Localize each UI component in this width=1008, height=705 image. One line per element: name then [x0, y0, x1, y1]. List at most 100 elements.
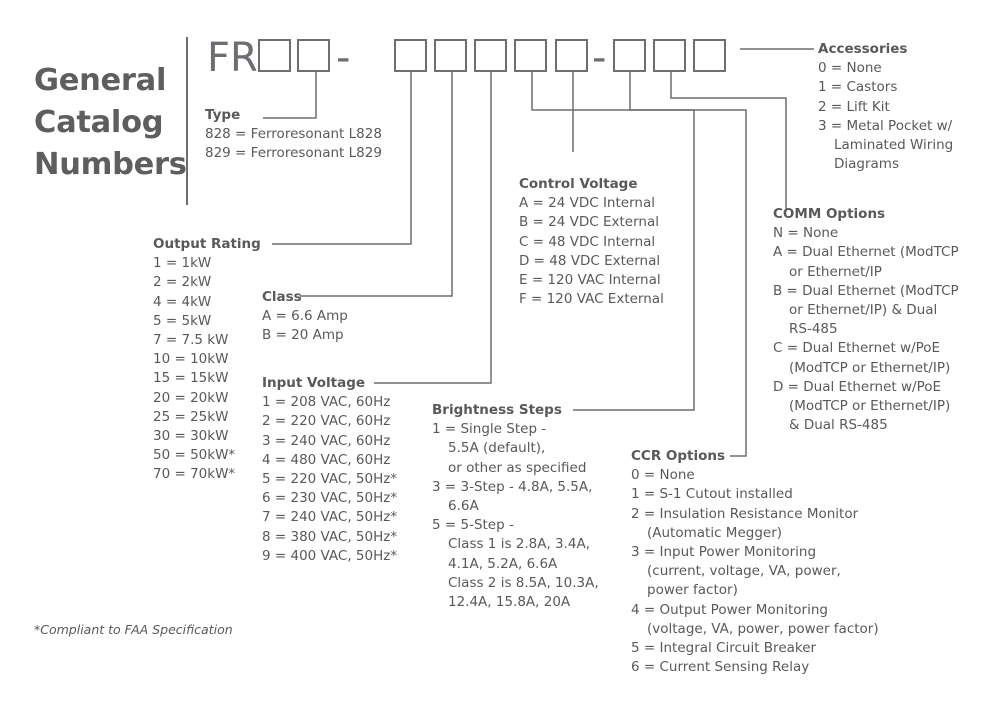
connector-input-voltage	[374, 72, 492, 384]
code-separator-2: -	[592, 35, 607, 81]
section-control-voltage: Control Voltage A = 24 VDC Internal B = 2…	[519, 175, 664, 309]
section-input-voltage: Input Voltage 1 = 208 VAC, 60Hz 2 = 220 V…	[262, 374, 397, 566]
option-continuation: or Ethernet/IP	[789, 263, 882, 280]
title-line-3: Numbers	[34, 147, 187, 182]
option-line: 70 = 70kW*	[153, 466, 236, 483]
option-line: 4 = 480 VAC, 60Hz	[262, 451, 391, 468]
option-line: 3 = Metal Pocket w/	[818, 117, 953, 134]
option-line: 5 = Integral Circuit Breaker	[631, 640, 817, 657]
option-line: 0 = None	[631, 467, 695, 484]
option-line: 5 = 5kW	[153, 312, 212, 329]
option-continuation: 6.6A	[448, 498, 479, 515]
section-comm-options: COMM Options N = None A = Dual Ethernet (…	[773, 205, 959, 435]
option-line: 1 = 1kW	[153, 255, 212, 272]
option-line: 4 = Output Power Monitoring	[631, 601, 828, 618]
section-brightness-steps: Brightness Steps 1 = Single Step -5.5A (…	[432, 401, 599, 612]
code-box-input-voltage	[474, 39, 507, 72]
code-separator-1: -	[336, 35, 351, 81]
section-input-voltage-title: Input Voltage	[262, 375, 366, 391]
connector-comm-options	[670, 72, 787, 210]
code-box-type-1	[258, 39, 291, 72]
section-accessories-title: Accessories	[818, 41, 908, 57]
option-line: B = 24 VDC External	[519, 214, 659, 231]
option-continuation: (ModTCP or Ethernet/IP)	[789, 359, 951, 376]
title-divider	[186, 37, 188, 205]
option-line: 7 = 240 VAC, 50Hz*	[262, 509, 398, 526]
option-line: 829 = Ferroresonant L829	[205, 145, 382, 162]
option-line: 7 = 7.5 kW	[153, 332, 229, 349]
option-continuation: Laminated Wiring	[834, 137, 954, 154]
option-line: 0 = None	[818, 60, 882, 77]
section-ccr-options-lines: 0 = None 1 = S-1 Cutout installed 2 = Insu…	[631, 466, 879, 677]
code-box-type-2	[297, 39, 330, 72]
section-output-rating: Output Rating 1 = 1kW 2 = 2kW 4 = 4kW 5 = 5…	[153, 235, 261, 485]
option-line: B = Dual Ethernet (ModTCP	[773, 282, 959, 299]
option-line: 1 = 208 VAC, 60Hz	[262, 394, 391, 411]
title-line-1: General	[34, 63, 167, 98]
option-continuation: Class 2 is 8.5A, 10.3A,	[448, 574, 599, 591]
option-line: A = 6.6 Amp	[262, 308, 348, 325]
option-line: N = None	[773, 225, 839, 242]
section-class-title: Class	[262, 289, 302, 305]
section-brightness-steps-lines: 1 = Single Step - 5.5A (default), or other…	[432, 420, 599, 612]
code-box-ccr-options	[613, 39, 646, 72]
option-continuation: & Dual RS-485	[789, 417, 888, 434]
code-box-control-voltage	[555, 39, 588, 72]
option-line: 828 = Ferroresonant L828	[205, 126, 382, 143]
option-line: 9 = 400 VAC, 50Hz*	[262, 547, 398, 564]
option-line: 2 = Insulation Resistance Monitor	[631, 505, 859, 522]
option-continuation: power factor)	[647, 582, 738, 599]
option-line: 3 = 3-Step - 4.8A, 5.5A,	[432, 478, 593, 495]
option-line: 2 = 2kW	[153, 274, 212, 291]
section-control-voltage-title: Control Voltage	[519, 176, 638, 192]
option-line: A = 24 VDC Internal	[519, 195, 655, 212]
code-box-output-rating	[394, 39, 427, 72]
option-continuation: (current, voltage, VA, power,	[647, 563, 841, 580]
option-line: 1 = S-1 Cutout installed	[631, 486, 793, 503]
option-line: F = 120 VAC External	[519, 291, 664, 308]
code-prefix: FR	[207, 35, 258, 81]
option-line: 3 = 240 VAC, 60Hz	[262, 432, 391, 449]
option-line: D = Dual Ethernet w/PoE	[773, 378, 942, 395]
option-line: 50 = 50kW*	[153, 447, 236, 464]
option-continuation: 4.1A, 5.2A, 6.6A	[448, 555, 558, 572]
section-output-rating-title: Output Rating	[153, 236, 261, 252]
option-continuation: Diagrams	[834, 156, 899, 173]
option-continuation: or other as specified	[448, 459, 587, 476]
option-line: 8 = 380 VAC, 50Hz*	[262, 528, 398, 545]
option-line: 20 = 20kW	[153, 389, 229, 406]
title-line-2: Catalog	[34, 105, 164, 140]
option-line: B = 20 Amp	[262, 327, 344, 344]
option-line: 3 = Input Power Monitoring	[631, 544, 817, 561]
option-line: 2 = 220 VAC, 60Hz	[262, 413, 391, 430]
option-continuation: 5.5A (default),	[448, 440, 546, 457]
option-continuation: Class 1 is 2.8A, 3.4A,	[448, 536, 591, 553]
option-line: 1 = Single Step -	[432, 421, 547, 438]
option-continuation: or Ethernet/IP) & Dual	[789, 302, 938, 319]
option-line: E = 120 VAC Internal	[519, 272, 661, 289]
code-box-brightness-steps	[514, 39, 547, 72]
option-line: 10 = 10kW	[153, 351, 229, 368]
option-line: 6 = Current Sensing Relay	[631, 659, 810, 676]
code-box-accessories	[693, 39, 726, 72]
section-comm-options-lines: N = None A = Dual Ethernet (ModTCP or Ethe…	[773, 224, 959, 435]
option-line: 5 = 5-Step -	[432, 517, 514, 534]
option-continuation: RS-485	[789, 321, 838, 338]
option-line: A = Dual Ethernet (ModTCP	[773, 244, 959, 261]
option-line: 25 = 25kW	[153, 408, 229, 425]
option-line: 1 = Castors	[818, 79, 898, 96]
section-comm-options-title: COMM Options	[773, 206, 886, 222]
section-class-lines: A = 6.6 Amp B = 20 Amp	[262, 307, 348, 345]
option-continuation: (voltage, VA, power, power factor)	[647, 620, 879, 637]
footnote: *Compliant to FAA Specification	[34, 622, 233, 637]
option-continuation: (ModTCP or Ethernet/IP)	[789, 398, 951, 415]
section-output-rating-lines: 1 = 1kW 2 = 2kW 4 = 4kW 5 = 5kW 7 = 7.5 kW 10…	[153, 254, 261, 484]
option-line: C = Dual Ethernet w/PoE	[773, 340, 941, 357]
option-line: 4 = 4kW	[153, 293, 212, 310]
option-continuation: 12.4A, 15.8A, 20A	[448, 594, 571, 611]
option-line: 30 = 30kW	[153, 428, 229, 445]
page-title: General Catalog Numbers	[34, 60, 187, 186]
